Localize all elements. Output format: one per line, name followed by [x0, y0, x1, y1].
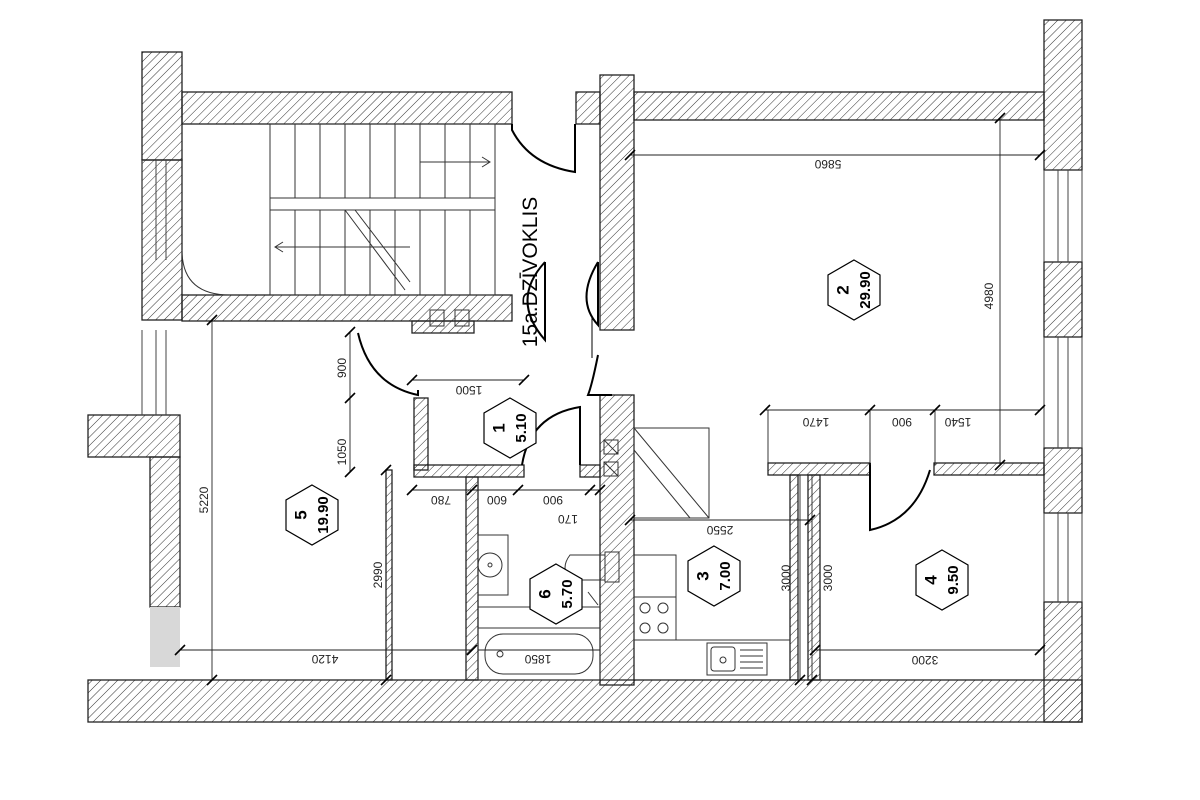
room-number: 1: [489, 423, 508, 432]
room-number: 3: [693, 571, 712, 580]
wall: [87, 414, 181, 458]
door: [869, 463, 931, 532]
room-area: 5.70: [559, 579, 576, 608]
dim-bath-d: 170: [558, 512, 578, 526]
stove: [633, 596, 677, 641]
fixtures: [477, 427, 790, 681]
burner: [639, 622, 651, 634]
room-tag-5: 5 19.90: [285, 484, 339, 546]
wall: [767, 462, 871, 476]
wall: [1043, 19, 1083, 171]
sink: [706, 642, 768, 676]
wall: [789, 474, 799, 681]
walls: [87, 19, 1083, 723]
dim-room4-depth: 3000: [821, 564, 835, 591]
doors: [357, 124, 931, 532]
dim-hall-upper: 900: [335, 358, 349, 378]
dim-bath-b: 600: [487, 493, 507, 507]
wall: [633, 91, 1045, 121]
room-tag-2: 2 29.90: [827, 259, 881, 321]
hood: [633, 427, 710, 519]
dim-hall-width: 1500: [455, 383, 482, 397]
door: [357, 332, 419, 397]
dim-room2-wall-b: 900: [892, 415, 912, 429]
wall: [88, 600, 150, 680]
room-tag-6: 6 5.70: [529, 563, 583, 625]
burner: [657, 622, 669, 634]
dim-bath-a: 780: [431, 493, 451, 507]
dim-kitchen-depth: 3000: [779, 564, 793, 591]
dim-bath-c: 900: [543, 493, 563, 507]
dim-room5-inner: 2990: [371, 561, 385, 588]
door: [511, 124, 576, 174]
burner: [657, 602, 669, 614]
dim-room5-width: 4120: [311, 652, 338, 666]
wall: [181, 91, 513, 125]
dim-hall-lower: 1050: [335, 438, 349, 465]
dim-room5-depth: 5220: [197, 486, 211, 513]
wall: [141, 159, 183, 321]
door: [526, 261, 546, 343]
burner: [639, 602, 651, 614]
wall: [149, 456, 181, 608]
room-tag-3: 3 7.00: [687, 545, 741, 607]
washbasin: [477, 534, 509, 596]
dim-kitchen-width: 2550: [706, 523, 733, 537]
wall: [413, 464, 525, 478]
room-number: 4: [921, 575, 940, 585]
room-tag-1: 1 5.10: [483, 397, 537, 459]
wall: [1043, 261, 1083, 338]
wall: [599, 394, 635, 686]
dim-room2-wall-c: 1540: [944, 415, 971, 429]
room-area: 7.00: [717, 561, 734, 590]
grey-block: [150, 607, 180, 667]
wall: [599, 74, 635, 331]
room-number: 2: [833, 285, 852, 294]
room-area: 9.50: [945, 565, 962, 594]
wall: [385, 469, 393, 681]
apartment-label: 15a.DZĪVOKLIS: [519, 197, 542, 348]
dim-room2-width: 5860: [814, 157, 841, 171]
wall: [575, 91, 601, 125]
door: [586, 354, 612, 396]
room-area: 19.90: [315, 496, 332, 534]
bathtub: [477, 627, 601, 681]
wall: [411, 320, 475, 334]
dim-room2-depth: 4980: [982, 282, 996, 309]
dim-room4-width: 3200: [911, 653, 938, 667]
dim-bathtub-length: 1850: [524, 652, 551, 666]
dim-room2-wall-a: 1470: [802, 415, 829, 429]
staircase: [181, 123, 496, 296]
wall: [181, 294, 513, 322]
door: [521, 405, 581, 466]
room-area: 29.90: [857, 271, 874, 309]
windows: [141, 160, 1083, 602]
dimension-lines: [180, 118, 1040, 680]
wall: [933, 462, 1045, 476]
wall: [87, 679, 1083, 723]
wall: [413, 397, 429, 471]
room-tag-4: 4 9.50: [915, 549, 969, 611]
wall: [579, 464, 601, 478]
dimension-ticks: [174, 112, 1046, 686]
room-number: 5: [291, 510, 310, 519]
wall: [1043, 447, 1083, 514]
room-area: 5.10: [513, 413, 530, 442]
vent-boxes: [429, 309, 470, 327]
wall: [141, 51, 183, 161]
wall: [807, 474, 821, 681]
room-number: 6: [535, 589, 554, 598]
door: [585, 261, 599, 328]
